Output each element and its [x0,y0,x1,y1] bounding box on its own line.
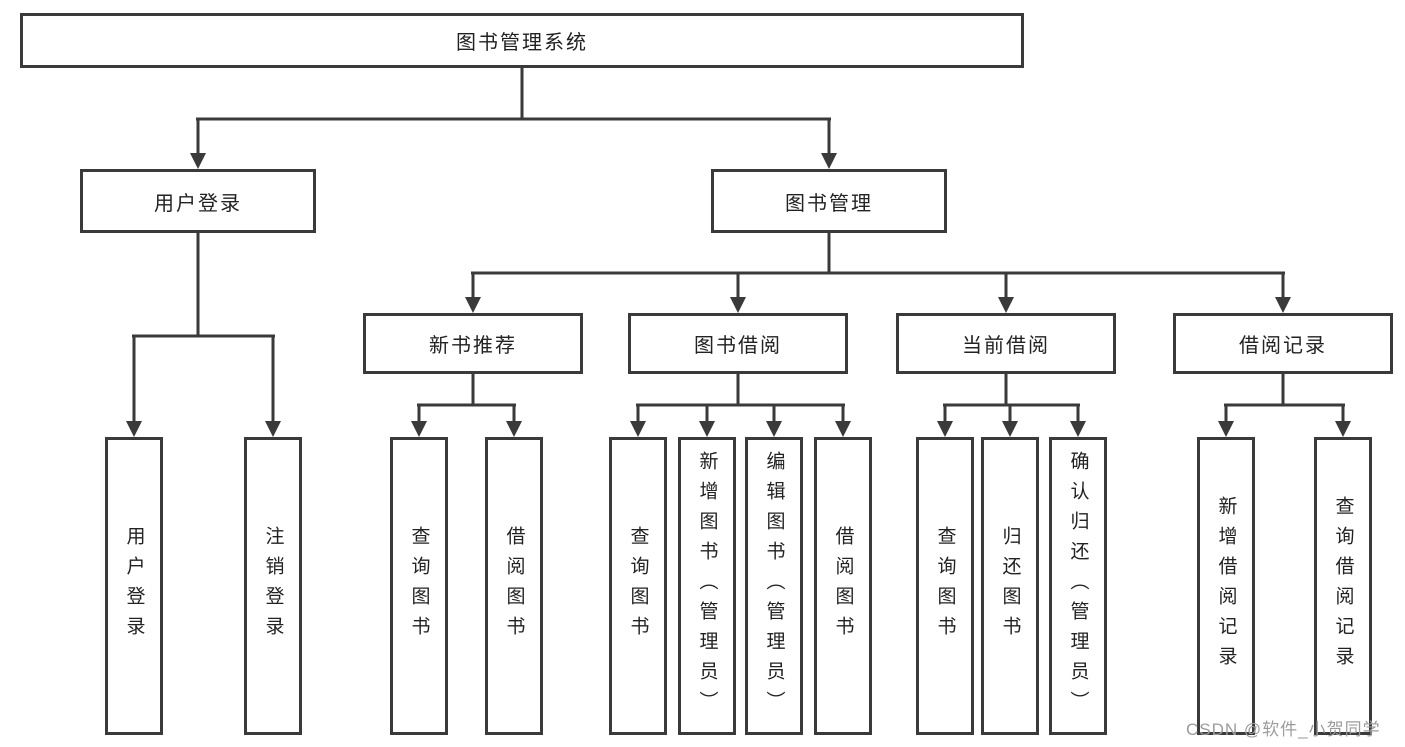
node-records-add: 新增借阅记录 [1197,437,1255,735]
node-borrow-edit: 编辑图书（管理员） [745,437,803,735]
connector-arrows-leaves [411,405,1351,437]
node-new-books-borrow: 借阅图书 [485,437,543,735]
connector-stems [196,68,1285,405]
node-current-confirm-label: 确认归还（管理员） [1067,451,1089,721]
node-new-books: 新书推荐 [363,313,583,374]
node-borrow-borrow-label: 借阅图书 [832,526,854,646]
connector-arrows-book-mgmt [465,273,1291,313]
node-new-books-borrow-label: 借阅图书 [503,526,525,646]
node-borrow-edit-label: 编辑图书（管理员） [763,451,785,721]
node-current-return: 归还图书 [981,437,1039,735]
node-records-add-label: 新增借阅记录 [1215,496,1237,676]
node-leaf-logout: 注销登录 [244,437,302,735]
node-new-books-label: 新书推荐 [429,335,517,357]
node-borrow-add-label: 新增图书（管理员） [696,451,718,721]
node-borrow-add: 新增图书（管理员） [678,437,736,735]
node-book-mgmt: 图书管理 [711,169,947,233]
node-current-return-label: 归还图书 [999,526,1021,646]
node-current-query-label: 查询图书 [934,526,956,646]
node-new-books-query: 查询图书 [390,437,448,735]
node-user-login-label: 用户登录 [154,192,242,215]
node-borrow-query-label: 查询图书 [627,526,649,646]
node-borrow-query: 查询图书 [609,437,667,735]
node-borrow-records: 借阅记录 [1173,313,1393,374]
node-current-query: 查询图书 [916,437,974,735]
node-current-confirm: 确认归还（管理员） [1049,437,1107,735]
node-records-query: 查询借阅记录 [1314,437,1372,735]
node-current-borrow-label: 当前借阅 [962,335,1050,357]
node-root: 图书管理系统 [20,13,1024,68]
connector-arrows-level2 [190,119,837,169]
node-book-borrow: 图书借阅 [628,313,848,374]
node-records-query-label: 查询借阅记录 [1332,496,1354,676]
node-leaf-user-login-label: 用户登录 [123,526,145,646]
watermark: CSDN @软件_小贺同学 [1186,720,1381,739]
node-new-books-query-label: 查询图书 [408,526,430,646]
node-book-borrow-label: 图书借阅 [694,335,782,357]
connector-arrows-user-login [126,336,281,437]
node-root-label: 图书管理系统 [456,32,588,54]
node-current-borrow: 当前借阅 [896,313,1116,374]
node-user-login: 用户登录 [80,169,316,233]
node-borrow-borrow: 借阅图书 [814,437,872,735]
node-leaf-user-login: 用户登录 [105,437,163,735]
node-leaf-logout-label: 注销登录 [262,526,284,646]
node-book-mgmt-label: 图书管理 [785,192,873,215]
node-borrow-records-label: 借阅记录 [1239,335,1327,357]
